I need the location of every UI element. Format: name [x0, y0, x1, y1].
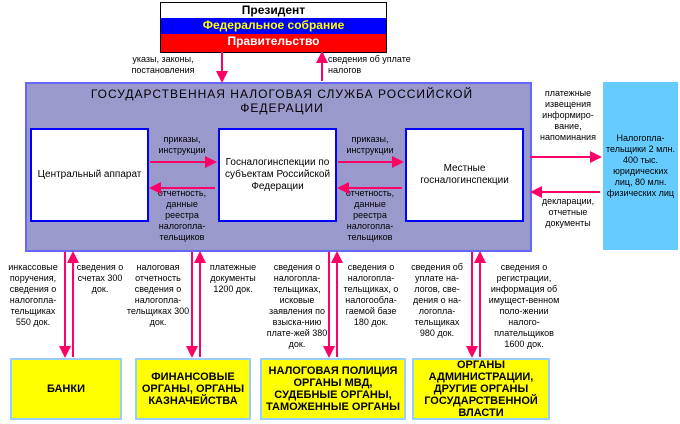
- bottom-label-1: инкассовые поручения, сведения о налогоп…: [8, 262, 58, 327]
- government: Правительство: [161, 34, 386, 52]
- president: Президент: [161, 3, 386, 18]
- taxpayers-text: Налогопла-тельщики 2 млн. 400 тыс. юриди…: [606, 133, 675, 198]
- bottom-label-4: платежные документы 1200 док.: [209, 262, 257, 294]
- administration-box: ОРГАНЫ АДМИНИСТРАЦИИ, ДРУГИЕ ОРГАНЫ ГОСУ…: [412, 358, 550, 420]
- bottom-label-7: сведения об уплате на-логов, све-дения о…: [411, 262, 463, 338]
- label-declarations: декларации, отчетные документы: [541, 196, 595, 228]
- bottom-label-2: сведения о счетах 300 док.: [76, 262, 124, 294]
- bottom-label-5: сведения о налогопла-тельщиках, исковые …: [266, 262, 328, 349]
- bottom-label-3: налоговая отчетность сведения о налогопл…: [126, 262, 190, 327]
- regional-inspections: Госналогинспекции по субъектам Российско…: [218, 128, 337, 222]
- label-decrees: указы, законы, постановления: [131, 54, 195, 75]
- label-reports-2: отчетность, данные реестра налогопла-тел…: [345, 188, 395, 242]
- central-office: Центральный аппарат: [30, 128, 149, 222]
- banks-box: БАНКИ: [10, 358, 122, 420]
- federal-assembly: Федеральное собрание: [161, 18, 386, 34]
- tax-service-title: ГОСУДАРСТВЕННАЯ НАЛОГОВАЯ СЛУЖБА РОССИЙС…: [90, 87, 474, 115]
- police-box: НАЛОГОВАЯ ПОЛИЦИЯ ОРГАНЫ МВД, СУДЕБНЫЕ О…: [260, 358, 406, 420]
- finance-box: ФИНАНСОВЫЕ ОРГАНЫ, ОРГАНЫ КАЗНАЧЕЙСТВА: [135, 358, 251, 420]
- local-inspections: Местные госналогинспекции: [405, 128, 524, 222]
- label-orders-2: приказы, инструкции: [346, 134, 394, 155]
- tax-service-box: ГОСУДАРСТВЕННАЯ НАЛОГОВАЯ СЛУЖБА РОССИЙС…: [25, 82, 532, 252]
- authorities-box: Президент Федеральное собрание Правитель…: [160, 2, 387, 53]
- label-tax-payments-info: сведения об уплате налогов: [328, 54, 411, 75]
- bottom-label-6: сведения о налогопла-тельщиках, о налого…: [343, 262, 399, 327]
- label-orders-1: приказы, инструкции: [158, 134, 206, 155]
- label-notices: платежные извещения информиро-вание, нап…: [540, 88, 596, 142]
- bottom-label-8: сведения о регистрации, информация об им…: [488, 262, 560, 349]
- label-reports-1: отчетность, данные реестра налогопла-тел…: [157, 188, 207, 242]
- taxpayers-box: Налогопла-тельщики 2 млн. 400 тыс. юриди…: [603, 82, 678, 250]
